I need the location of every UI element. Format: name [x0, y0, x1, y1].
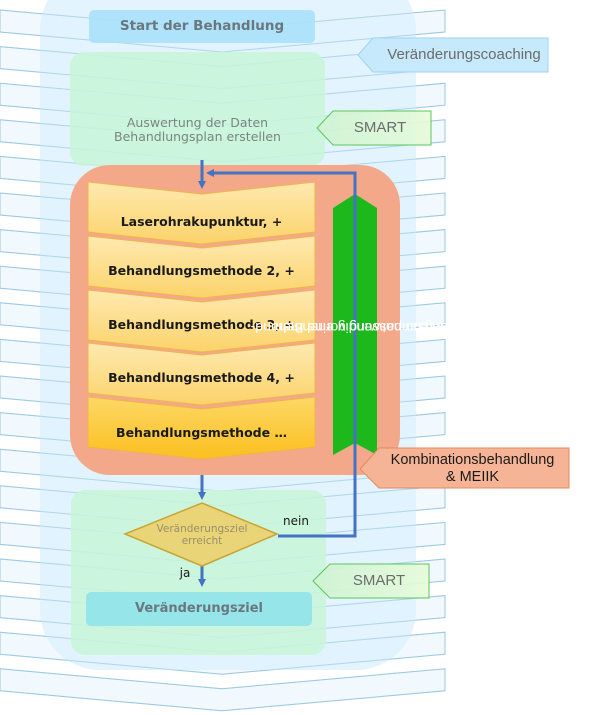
no-branch-label: nein: [283, 514, 309, 529]
kombination-line-1: Kombinationsbehandlung: [390, 452, 555, 469]
kombination-line-2: & MEIIK: [445, 469, 500, 485]
decision-line-2: erreicht: [181, 535, 223, 547]
evaluation-line-2: Behandlungsplan erstellen: [114, 129, 281, 144]
loop-connector: [206, 169, 357, 538]
smart-callout-bottom[interactable]: [312, 563, 430, 599]
smart-callout-bottom-label: SMART: [352, 572, 406, 590]
adjustment-banner-label: Wenn notwendig eine Behand- lungsanpassu…: [251, 210, 451, 446]
method-step-shape[interactable]: [87, 235, 316, 299]
banner-line-2: lungsanpassung vornehmen: [275, 320, 452, 337]
start-node[interactable]: [89, 10, 315, 43]
background-band-line: [0, 668, 446, 712]
kombination-callout-label: Kombinationsbehandlung & MEIIK: [375, 448, 570, 490]
start-node-label: Start der Behandlung: [119, 17, 285, 34]
goal-node-label: Veränderungsziel: [135, 600, 263, 616]
method-steps: [87, 181, 316, 460]
evaluation-node-label: Auswertung der Daten Behandlungsplan ers…: [70, 110, 325, 150]
evaluation-line-1: Auswertung der Daten: [126, 114, 269, 130]
smart-callout-top[interactable]: [316, 110, 432, 146]
decision-diamond[interactable]: [123, 502, 279, 567]
method-step-shape[interactable]: [87, 342, 316, 406]
coaching-callout[interactable]: [357, 37, 549, 73]
method-step-1-label[interactable]: Laserohrakupunktur, +: [120, 213, 283, 229]
decision-label: Veränderungsziel erreicht: [140, 520, 264, 550]
method-step-4-label[interactable]: Behandlungsmethode 4, +: [108, 369, 295, 385]
yes-branch-label: ja: [179, 566, 191, 581]
method-step-3-label[interactable]: Behandlungsmethode 3, +: [108, 316, 295, 332]
method-step-2-label[interactable]: Behandlungsmethode 2, +: [108, 262, 295, 278]
method-step-shape[interactable]: [87, 396, 316, 460]
evaluation-zone: [70, 52, 325, 166]
method-step-shape[interactable]: [87, 289, 316, 353]
method-step-shape[interactable]: [87, 181, 316, 245]
kombination-callout[interactable]: [359, 447, 570, 489]
decision-line-1: Veränderungsziel: [156, 522, 248, 535]
coaching-callout-label: Veränderungscoaching: [387, 46, 541, 64]
smart-callout-top-label: SMART: [353, 119, 407, 137]
goal-node[interactable]: [86, 592, 312, 626]
method-step-5-label[interactable]: Behandlungsmethode …: [116, 424, 287, 440]
